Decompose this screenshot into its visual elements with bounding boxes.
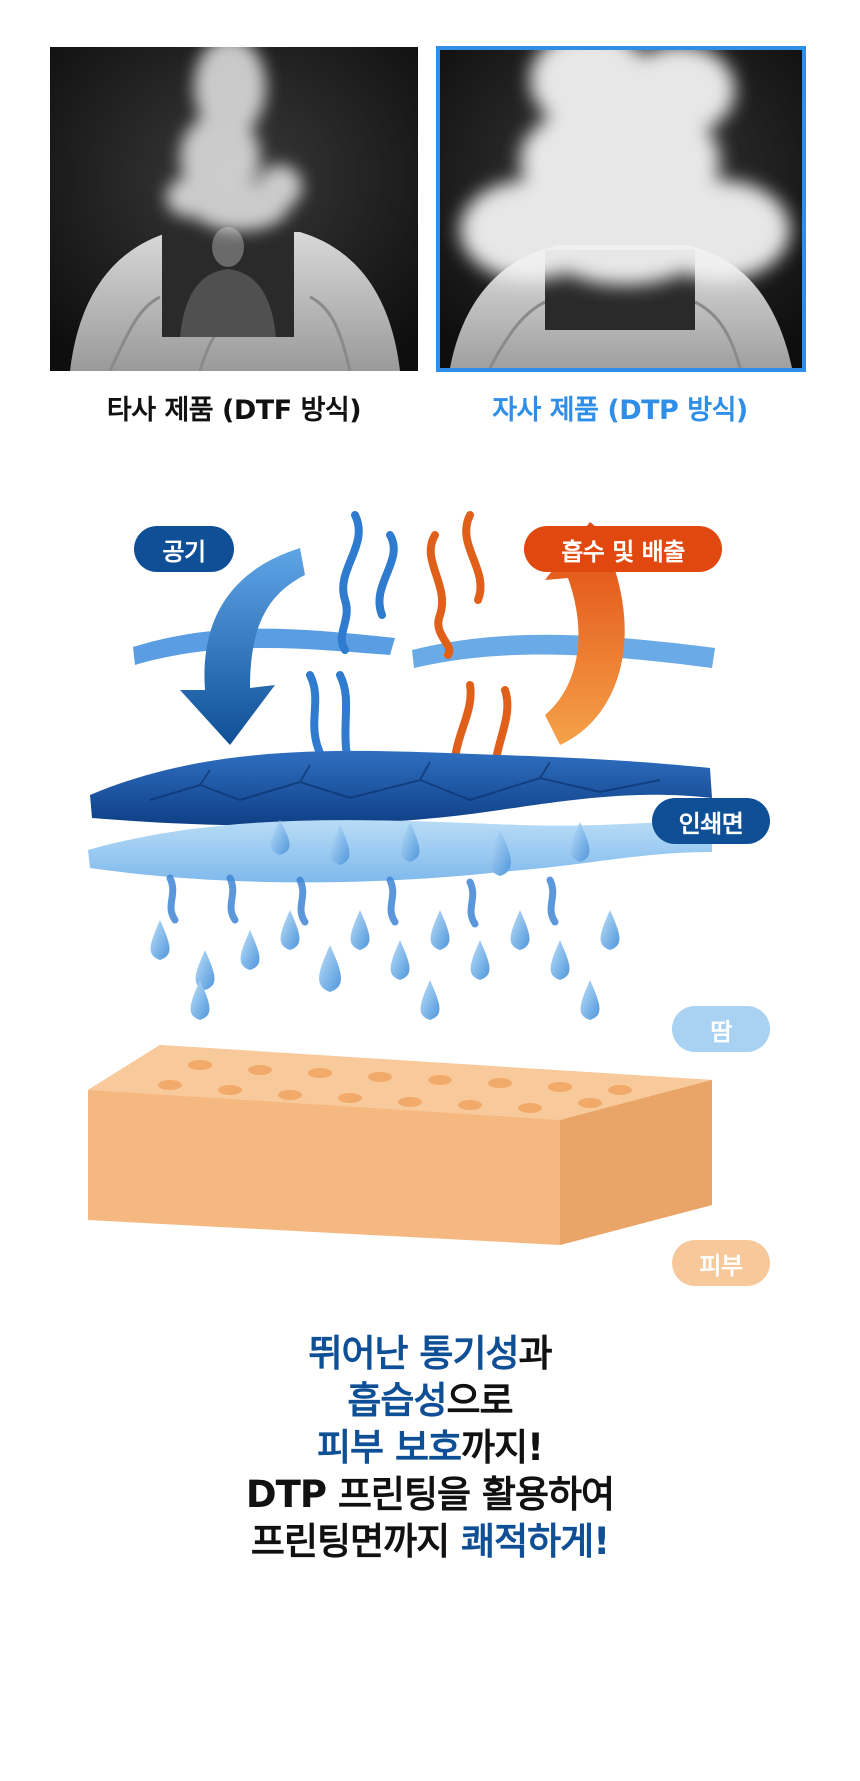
headline-line-2: 흡습성으로 — [0, 1377, 860, 1424]
headline-line-5: 프린팅면까지 쾌적하게! — [0, 1518, 860, 1565]
fabric-right-piece — [412, 634, 715, 668]
headline-line-4: DTP 프린팅을 활용하여 — [245, 1473, 615, 1516]
headline-line-3: 피부 보호까지! — [0, 1424, 860, 1471]
air-inflow-arrow — [180, 548, 305, 745]
headline-2-rest: 으로 — [446, 1379, 514, 1422]
fabric-left-piece — [133, 628, 395, 665]
competitor-caption: 타사 제품 (DTF 방식) — [106, 395, 362, 426]
moisture-outflow-arrow — [545, 522, 640, 745]
headline-5-rest: 프린팅면까지 — [250, 1520, 462, 1563]
competitor-shirt-photo — [50, 47, 418, 371]
breathability-diagram — [88, 511, 715, 1245]
headline-line-1: 뛰어난 통기성과 — [0, 1330, 860, 1377]
skin-label: 피부 — [672, 1240, 770, 1286]
headline-1-highlight: 뛰어난 통기성 — [308, 1332, 519, 1375]
headline: 뛰어난 통기성과 흡습성으로 피부 보호까지! DTP 프린팅을 활용하여 프린… — [0, 1330, 860, 1565]
headline-2-highlight: 흡습성 — [347, 1379, 447, 1422]
our-product-caption: 자사 제품 (DTP 방식) — [492, 395, 748, 426]
print-surface-label: 인쇄면 — [652, 798, 770, 844]
headline-5-highlight: 쾌적하게! — [461, 1520, 610, 1563]
air-label: 공기 — [134, 526, 234, 572]
headline-3-highlight: 피부 보호 — [316, 1426, 462, 1469]
sweat-label: 땀 — [672, 1006, 770, 1052]
headline-1-rest: 과 — [518, 1332, 553, 1375]
sweat-droplets — [150, 820, 620, 1020]
print-surface-layer — [90, 750, 712, 826]
our-shirt-photo — [436, 46, 806, 372]
sweat-layer — [88, 820, 712, 883]
absorb-release-label: 흡수 및 배출 — [524, 526, 722, 572]
headline-3-rest: 까지! — [461, 1426, 544, 1469]
